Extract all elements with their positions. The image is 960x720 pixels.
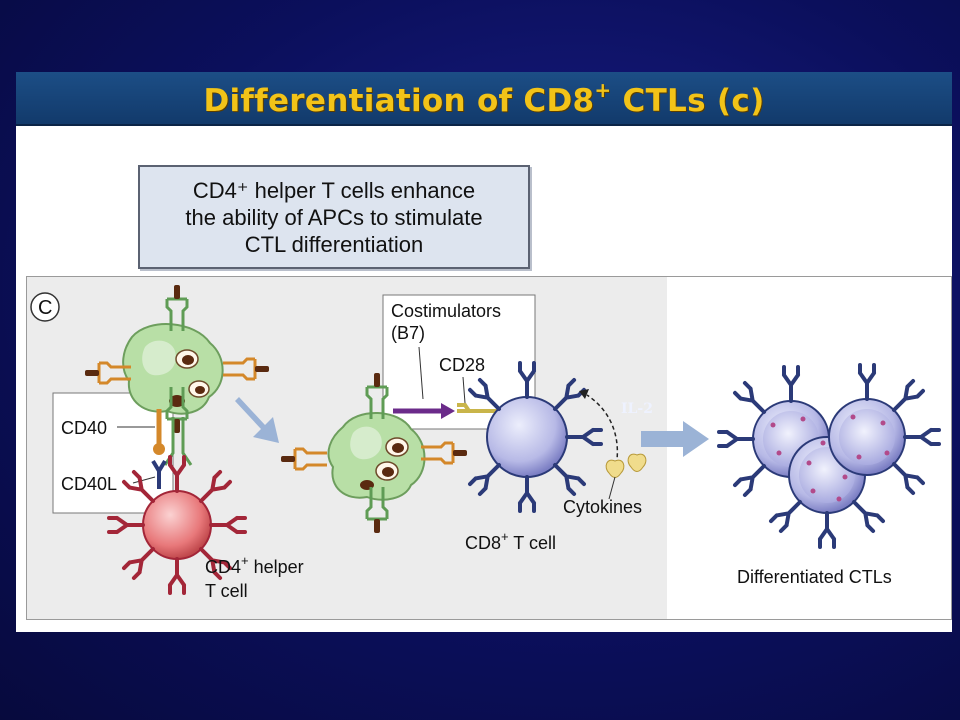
slide-title-tail: CTLs (c) <box>611 82 765 119</box>
slide-title: Differentiation of CD8+ CTLs (c) <box>203 78 764 119</box>
cd40l-stalk <box>151 459 167 489</box>
costim-leader <box>418 346 424 400</box>
cytotoxic-granules <box>770 414 890 502</box>
cytokine-droplet-2 <box>627 453 647 472</box>
callout-text: CD4⁺ helper T cells enhance the ability … <box>185 177 483 257</box>
panel-letter: C <box>38 297 52 319</box>
panel-letter-badge <box>30 292 60 322</box>
label-cd4-helper-line1: CD4+ helper <box>205 553 304 577</box>
label-cd40: CD40 <box>61 418 107 438</box>
label-cd8-t-cell: CD8+ T cell <box>465 529 556 553</box>
slide-title-sup: + <box>594 77 612 102</box>
arrow-to-differentiated <box>641 421 709 457</box>
arrow-apc-to-cd8 <box>235 397 279 443</box>
differentiated-ctl-cluster <box>717 363 941 549</box>
cd8-t-cell <box>470 361 603 513</box>
cd40-label-box <box>52 392 174 514</box>
label-cytokines: Cytokines <box>563 497 642 517</box>
callout-box: CD4⁺ helper T cells enhance the ability … <box>138 165 530 269</box>
cd28-leader <box>462 376 466 404</box>
cytokines-leader <box>608 476 616 500</box>
title-bar: Differentiation of CD8+ CTLs (c) <box>16 72 952 126</box>
immunology-diagram: C <box>26 276 952 620</box>
slide-title-main: Differentiation of CD8 <box>203 82 595 119</box>
label-cd40l: CD40L <box>61 474 117 494</box>
apc-cell-left <box>83 283 271 466</box>
label-cd4-helper-line2: T cell <box>205 581 248 601</box>
label-cd28: CD28 <box>439 355 485 375</box>
cd40l-leader <box>132 476 156 484</box>
cd40-head <box>153 443 165 455</box>
slide-frame: Differentiation of CD8+ CTLs (c) CD4⁺ he… <box>16 72 952 632</box>
apc-cell-middle <box>279 371 469 535</box>
label-costim-line2: (B7) <box>391 323 425 343</box>
diagram-canvas: C <box>27 277 941 619</box>
label-il2: IL-2 <box>621 401 653 417</box>
label-costim-line1: Costimulators <box>391 301 501 321</box>
b7-arrowhead <box>441 403 455 419</box>
label-differentiated-ctls: Differentiated CTLs <box>737 567 892 587</box>
cd4-helper-t-cell <box>107 455 247 595</box>
il2-feedback-arrowhead <box>579 389 589 399</box>
